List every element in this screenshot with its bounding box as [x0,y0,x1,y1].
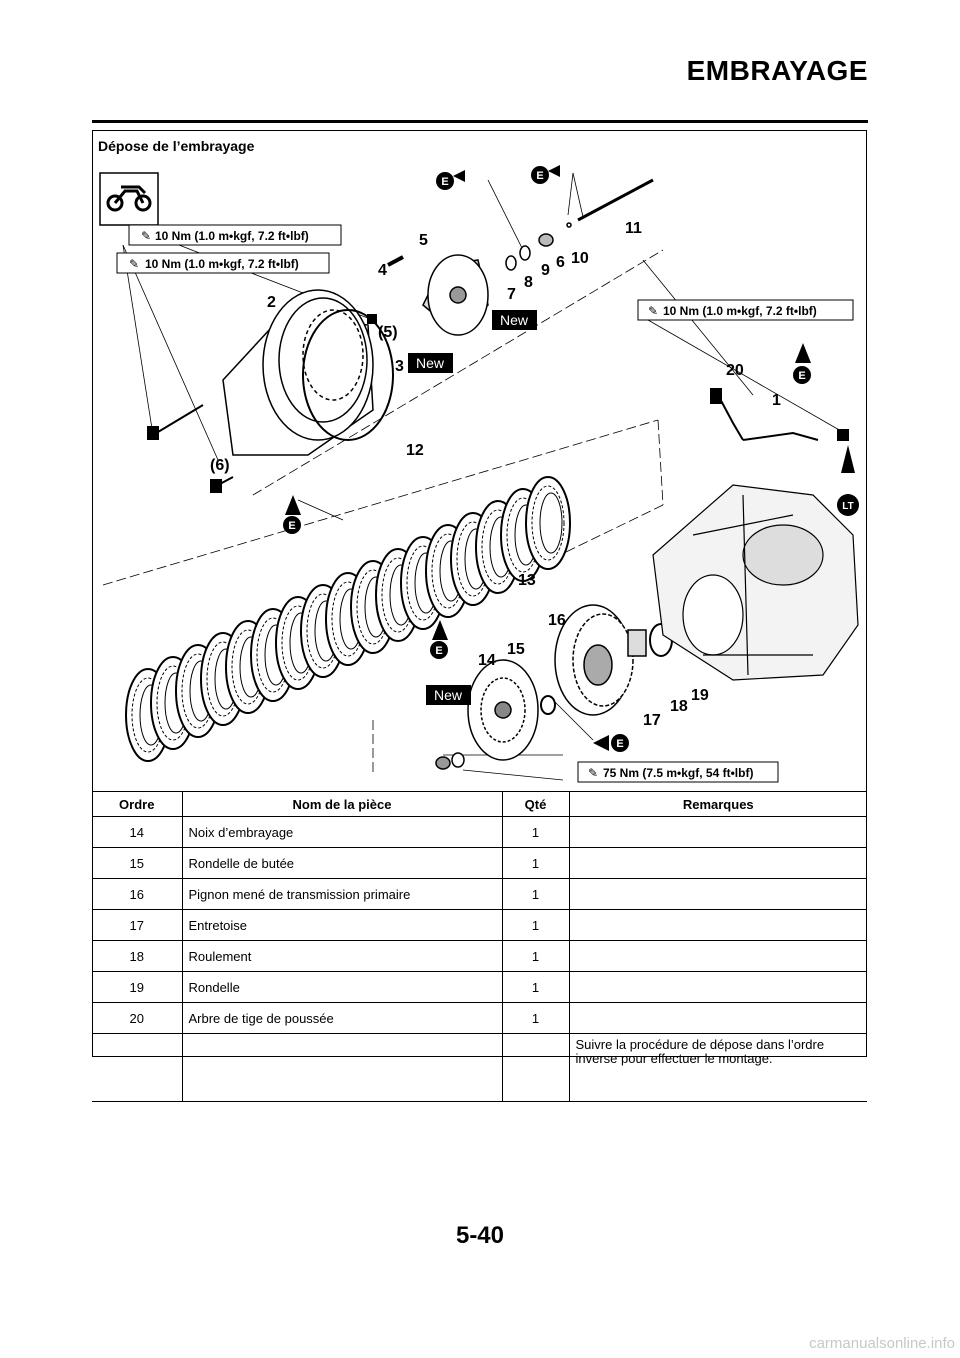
svg-text:5: 5 [419,232,428,249]
svg-text:75 Nm (7.5 m•kgf, 54 ft•lbf): 75 Nm (7.5 m•kgf, 54 ft•lbf) [603,766,753,780]
svg-text:7: 7 [507,286,516,303]
svg-text:New: New [416,355,445,371]
table-row: 17 Entretoise 1 [92,909,867,941]
new-badge-1: New [492,310,537,330]
new-badge-3: New [426,685,471,705]
svg-text:6: 6 [556,254,565,271]
primary-driven-gear [554,604,634,716]
svg-text:12: 12 [406,442,424,459]
engine-case [652,484,859,681]
svg-text:✎: ✎ [648,304,658,318]
torque-label-4: ✎ 75 Nm (7.5 m•kgf, 54 ft•lbf) [577,761,779,783]
bolts [147,255,404,493]
section-title: Dépose de l’embrayage [98,138,255,154]
col-header-qty: Qté [501,791,569,817]
torque-label-3: ✎ 10 Nm (1.0 m•kgf, 7.2 ft•lbf) [637,299,854,321]
new-badge-2: New [408,353,453,373]
locktite-icon: LT [837,445,859,516]
svg-text:17: 17 [643,712,661,729]
svg-text:✎: ✎ [588,766,598,780]
chapter-title: EMBRAYAGE [686,55,868,86]
svg-text:13: 13 [518,572,536,589]
parts-table: Ordre Nom de la pièce Qté Remarques 14 N… [92,791,867,1102]
svg-text:15: 15 [507,641,525,658]
clutch-cover [222,289,394,456]
svg-text:(5): (5) [378,324,398,341]
svg-text:20: 20 [726,362,744,379]
torque-label-2: ✎ 10 Nm (1.0 m•kgf, 7.2 ft•lbf) [116,252,330,274]
table-row: 19 Rondelle 1 [92,971,867,1003]
svg-text:10 Nm (1.0 m•kgf, 7.2 ft•lbf): 10 Nm (1.0 m•kgf, 7.2 ft•lbf) [155,229,309,243]
table-row: 16 Pignon mené de transmission primaire … [92,878,867,910]
table-header-row: Ordre Nom de la pièce Qté Remarques [92,791,867,817]
svg-text:2: 2 [267,294,276,311]
svg-text:10: 10 [571,250,589,267]
svg-text:3: 3 [395,358,404,375]
svg-text:LT: LT [842,501,853,512]
svg-text:8: 8 [524,274,533,291]
svg-text:New: New [434,687,463,703]
svg-text:9: 9 [541,262,550,279]
svg-text:10 Nm (1.0 m•kgf, 7.2 ft•lbf): 10 Nm (1.0 m•kgf, 7.2 ft•lbf) [145,257,299,271]
header-rule [92,120,868,123]
torque-wrench-icon: ✎ [141,229,151,243]
col-header-remarks: Remarques [568,791,867,817]
svg-text:✎: ✎ [129,257,139,271]
table-row: 15 Rondelle de butée 1 [92,847,867,879]
table-note-row: Suivre la procédure de dépose dans l’ord… [92,1033,867,1102]
watermark: carmanualsonline.info [809,1335,955,1352]
motorcycle-icon [99,172,159,226]
col-header-name: Nom de la pièce [181,791,502,817]
table-row: 18 Roulement 1 [92,940,867,972]
svg-text:11: 11 [625,220,642,237]
svg-text:10 Nm (1.0 m•kgf, 7.2 ft•lbf): 10 Nm (1.0 m•kgf, 7.2 ft•lbf) [663,304,817,318]
svg-text:New: New [500,312,529,328]
svg-text:16: 16 [548,612,566,629]
svg-text:14: 14 [478,652,496,669]
push-rod-lever [710,388,849,441]
svg-text:18: 18 [670,698,688,715]
table-row: 14 Noix d’embrayage 1 [92,816,867,848]
table-row: 20 Arbre de tige de poussée 1 [92,1002,867,1034]
torque-label-1: ✎ 10 Nm (1.0 m•kgf, 7.2 ft•lbf) [128,224,342,246]
svg-text:4: 4 [378,262,387,279]
pressure-plate [422,254,489,336]
svg-text:19: 19 [691,687,709,704]
page-number: 5-40 [455,1222,505,1249]
svg-text:1: 1 [772,392,781,409]
svg-text:(6): (6) [210,457,230,474]
clutch-boss [467,659,539,761]
col-header-order: Ordre [92,791,182,817]
assembly-note: Suivre la procédure de dépose dans l’ord… [568,1033,867,1102]
exploded-clutch-diagram: E [99,165,859,783]
